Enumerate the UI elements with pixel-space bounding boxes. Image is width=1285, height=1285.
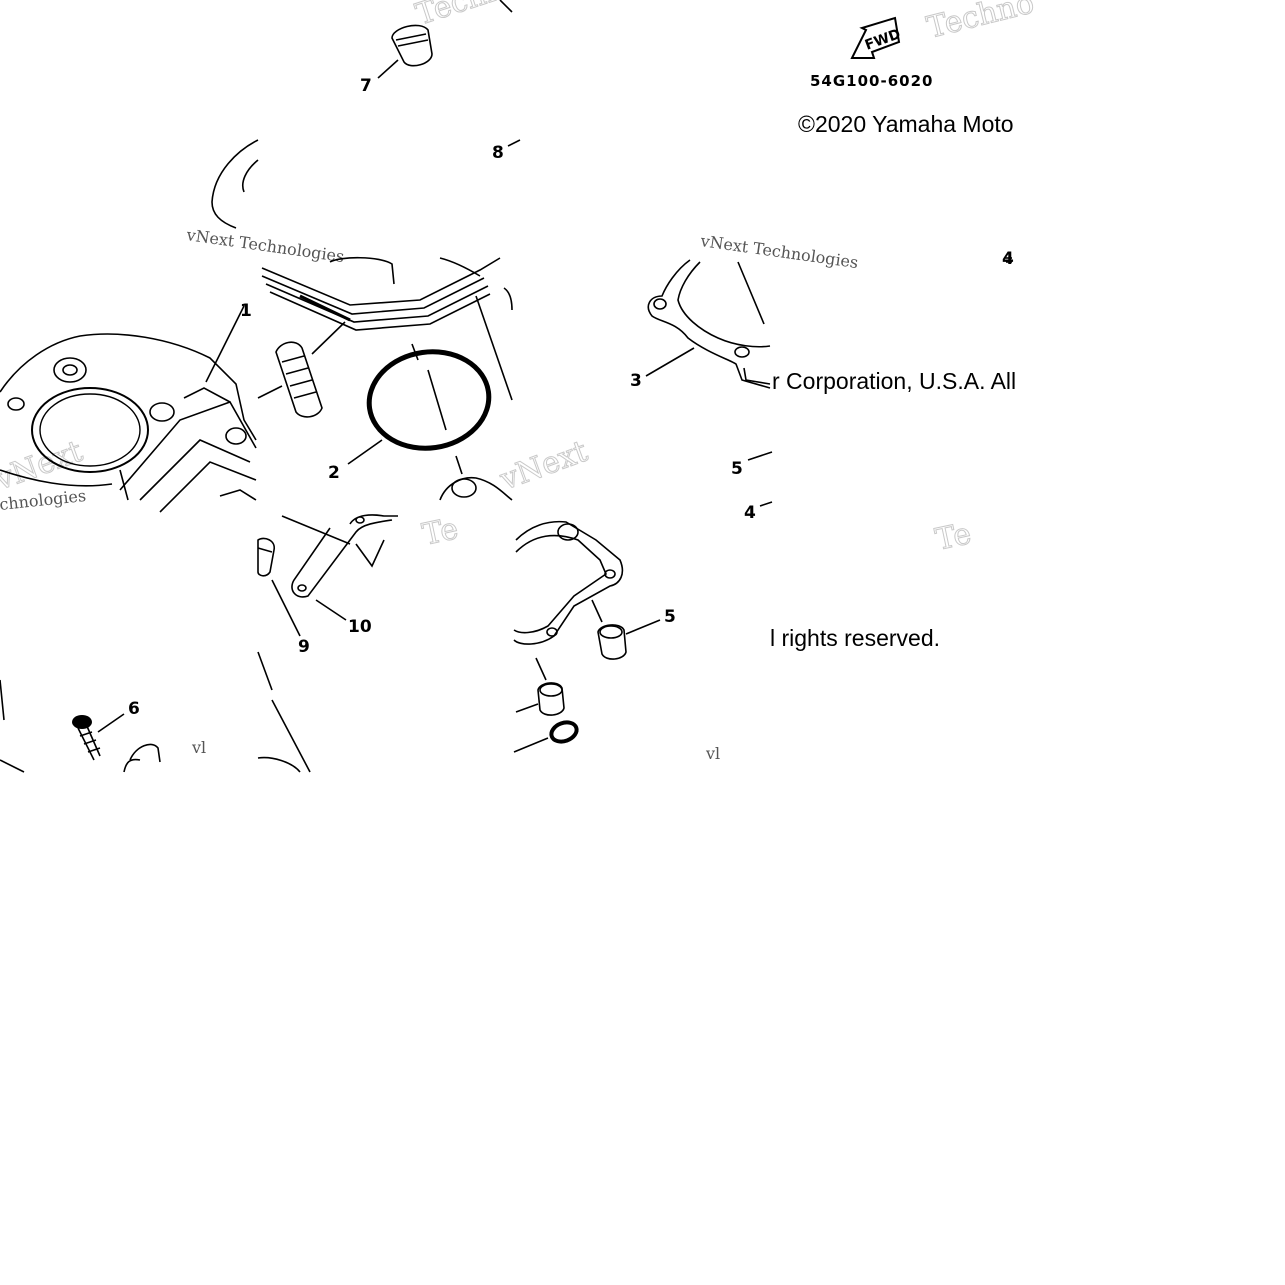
watermark-text: Te: [932, 516, 974, 558]
callout-2: 2: [328, 463, 340, 483]
copyright-text-3: l rights reserved.: [770, 625, 940, 651]
watermark-text: vNext Technologies: [184, 225, 345, 266]
watermark-text: vl: [191, 738, 206, 757]
cylinder-body-drawing: [0, 305, 257, 513]
callout-3: 3: [630, 371, 642, 391]
gasket-10-drawing: [281, 514, 398, 621]
watermark-text: Techno: [923, 0, 1037, 46]
watermark-text: vl: [705, 744, 720, 763]
callout-9: 9: [298, 637, 310, 657]
copyright-text-1: ©2020 Yamaha Moto: [798, 111, 1014, 137]
callout-4: 4: [744, 503, 756, 523]
o-ring-2-drawing: [347, 343, 492, 465]
callout-6: 6: [128, 699, 140, 719]
watermark-text: Te: [419, 511, 461, 553]
callout-4: 4: [1002, 249, 1014, 269]
watermark-text: vNext: [495, 434, 592, 498]
callout-1: 1: [240, 301, 252, 321]
watermark-text: vNext Technologies: [698, 231, 859, 272]
part-number: 54G100-6020: [810, 72, 933, 90]
cylinder-head-drawing: [211, 139, 521, 229]
dowel-5-drawing: [513, 619, 661, 753]
fwd-arrow-icon: FWD: [850, 16, 903, 59]
callout-10: 10: [348, 617, 372, 637]
callout-5: 5: [731, 459, 743, 479]
callout-5: 5: [664, 607, 676, 627]
stud-8-drawing: [257, 321, 346, 418]
gasket-3-drawing: [645, 257, 1012, 389]
watermark-text: Techno: [412, 0, 526, 33]
dowel-pin-7-drawing: [377, 0, 513, 79]
cylinder-fins-drawing: [261, 256, 513, 401]
plug-9-drawing: [257, 537, 311, 773]
copyright-text-2: r Corporation, U.S.A. All: [772, 368, 1016, 394]
callout-8: 8: [492, 143, 504, 163]
base-gasket-drawing: [439, 451, 773, 681]
callout-labels: 1 2 3 4 4 5 5 6 7 8 9 10: [128, 76, 1014, 719]
callout-7: 7: [360, 76, 372, 96]
bolt-6-drawing: [0, 679, 161, 773]
